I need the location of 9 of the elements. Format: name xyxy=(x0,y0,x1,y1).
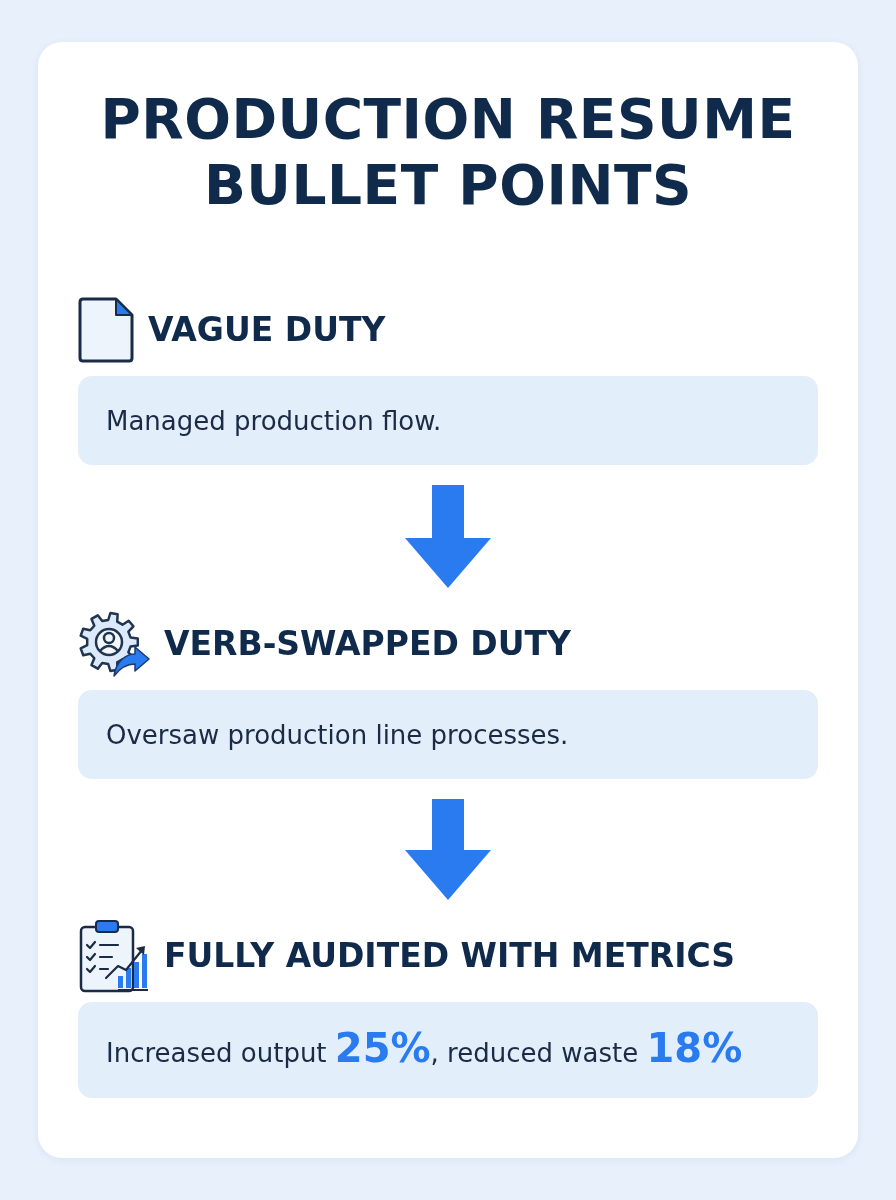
section-heading: VAGUE DUTY xyxy=(148,310,386,350)
duty-text: Managed production flow. xyxy=(106,404,442,438)
title: PRODUCTION RESUME BULLET POINTS xyxy=(99,86,797,218)
down-arrow xyxy=(405,485,491,588)
section-heading: FULLY AUDITED WITH METRICS xyxy=(164,936,736,976)
down-arrow xyxy=(405,799,491,900)
section-heading: VERB-SWAPPED DUTY xyxy=(164,624,571,664)
duty-text: Increased output 25%, reduced waste 18% xyxy=(106,1030,743,1070)
duty-text: Oversaw production line processes. xyxy=(106,718,569,752)
